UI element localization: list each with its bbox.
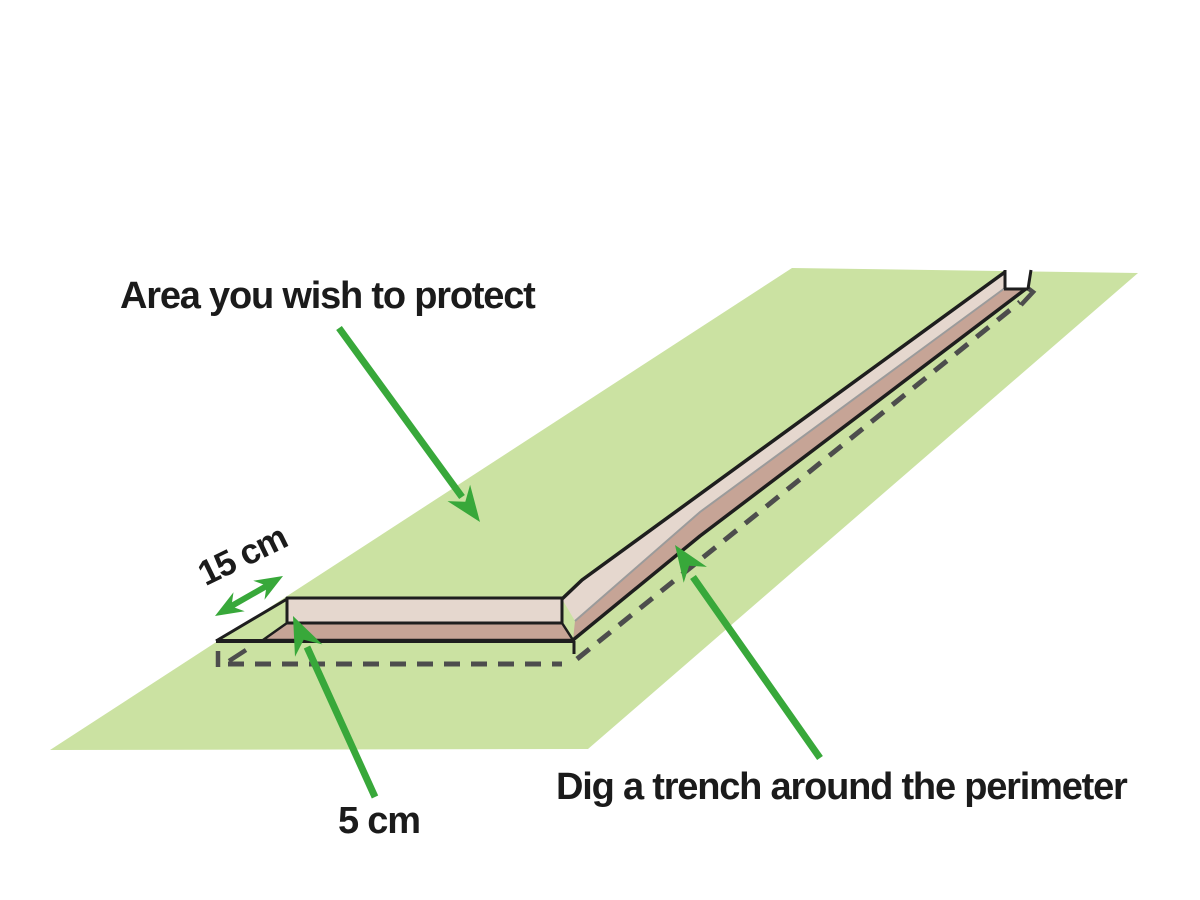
fifteen-cm-arrowhead-left — [215, 592, 245, 616]
callout-arrows — [215, 325, 823, 799]
far-end-notch — [1005, 269, 1031, 289]
area-label: Area you wish to protect — [120, 275, 536, 317]
trench-corner-dash-diagonal — [227, 648, 248, 663]
area-arrow — [336, 325, 480, 522]
area-arrow-shaft — [336, 325, 465, 500]
dig-trench-arrow — [675, 545, 823, 761]
dig-trench-arrowhead — [675, 545, 707, 583]
barrier-top-side-boundary-line — [574, 287, 1006, 622]
five-cm-arrow-shaft — [303, 645, 379, 799]
dig-trench-arrow-shaft — [690, 574, 823, 761]
notch-right-line — [1026, 269, 1033, 290]
five-cm-label: 5 cm — [338, 800, 421, 842]
area-arrowhead — [447, 484, 480, 522]
barrier-left-end-edge-line — [215, 597, 288, 643]
five-cm-arrow — [293, 616, 379, 799]
barrier-top-face — [562, 272, 1005, 621]
far-end-notch-lines — [1003, 269, 1033, 291]
trench-side-dashed-line — [575, 300, 1022, 661]
dig-trench-label: Dig a trench around the perimeter — [556, 766, 1128, 808]
barrier-front-edge-lines — [215, 597, 576, 654]
barrier-lower-edge-line — [571, 286, 1029, 642]
fifteen-cm-double-arrow — [215, 576, 283, 616]
barrier-upper-edge-line — [560, 270, 1007, 601]
protected-area-surface — [50, 268, 1138, 750]
five-cm-arrowhead — [293, 616, 323, 657]
barrier-front-top-face — [285, 596, 564, 625]
fifteen-cm-arrowhead-right — [253, 576, 283, 600]
trench-dashed-outline — [215, 284, 1037, 667]
fifteen-cm-arrow-shaft — [226, 581, 272, 611]
